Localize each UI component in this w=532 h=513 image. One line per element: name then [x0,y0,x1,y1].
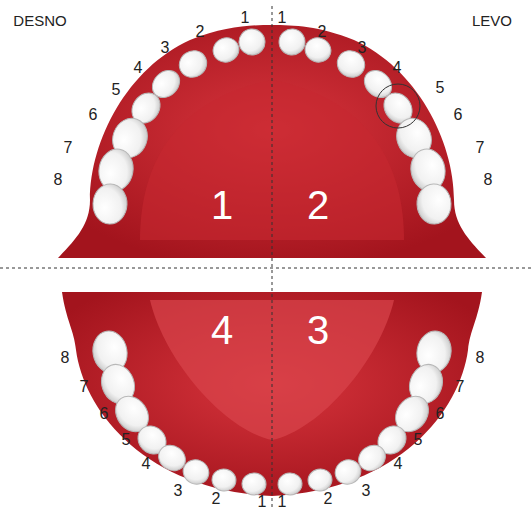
quadrant-number: 4 [211,310,233,350]
tooth-number: 6 [436,406,445,422]
tooth-number: 7 [80,379,89,395]
tooth-number: 8 [484,172,493,188]
tooth-number: 8 [54,172,63,188]
tooth-number: 7 [456,379,465,395]
quadrant-number: 1 [211,185,233,225]
tooth-number: 2 [324,491,333,507]
tooth-number: 1 [278,494,287,510]
tooth-number: 2 [196,24,205,40]
tooth-number: 4 [142,456,151,472]
midline [272,6,273,508]
marker-circle [376,84,420,128]
tooth-number: 6 [89,107,98,123]
tooth-number: 6 [454,107,463,123]
tooth-number: 4 [393,60,402,76]
tooth-number: 5 [112,82,121,98]
side-label: LEVO [472,13,512,28]
tooth-number: 3 [174,483,183,499]
occlusal-line [0,268,532,269]
tooth-number: 7 [476,140,485,156]
quadrant-number: 3 [307,310,329,350]
side-label: DESNO [13,13,66,28]
tooth-number: 4 [134,60,143,76]
tooth-number: 5 [436,80,445,96]
tooth-number: 1 [258,494,267,510]
tooth-number: 4 [394,456,403,472]
lower-gum [62,292,482,496]
tooth-number: 3 [161,40,170,56]
tooth-number: 5 [414,432,423,448]
tooth-number: 2 [212,491,221,507]
tooth-number: 8 [61,350,70,366]
tooth-number: 2 [318,24,327,40]
tooth-number: 8 [476,350,485,366]
tooth-number: 3 [362,483,371,499]
tooth-number: 7 [64,140,73,156]
tooth-number: 1 [278,10,287,26]
tooth-number: 6 [100,406,109,422]
tooth-number: 5 [122,432,131,448]
tooth-number: 3 [358,40,367,56]
quadrant-number: 2 [307,185,329,225]
tooth-number: 1 [241,10,250,26]
